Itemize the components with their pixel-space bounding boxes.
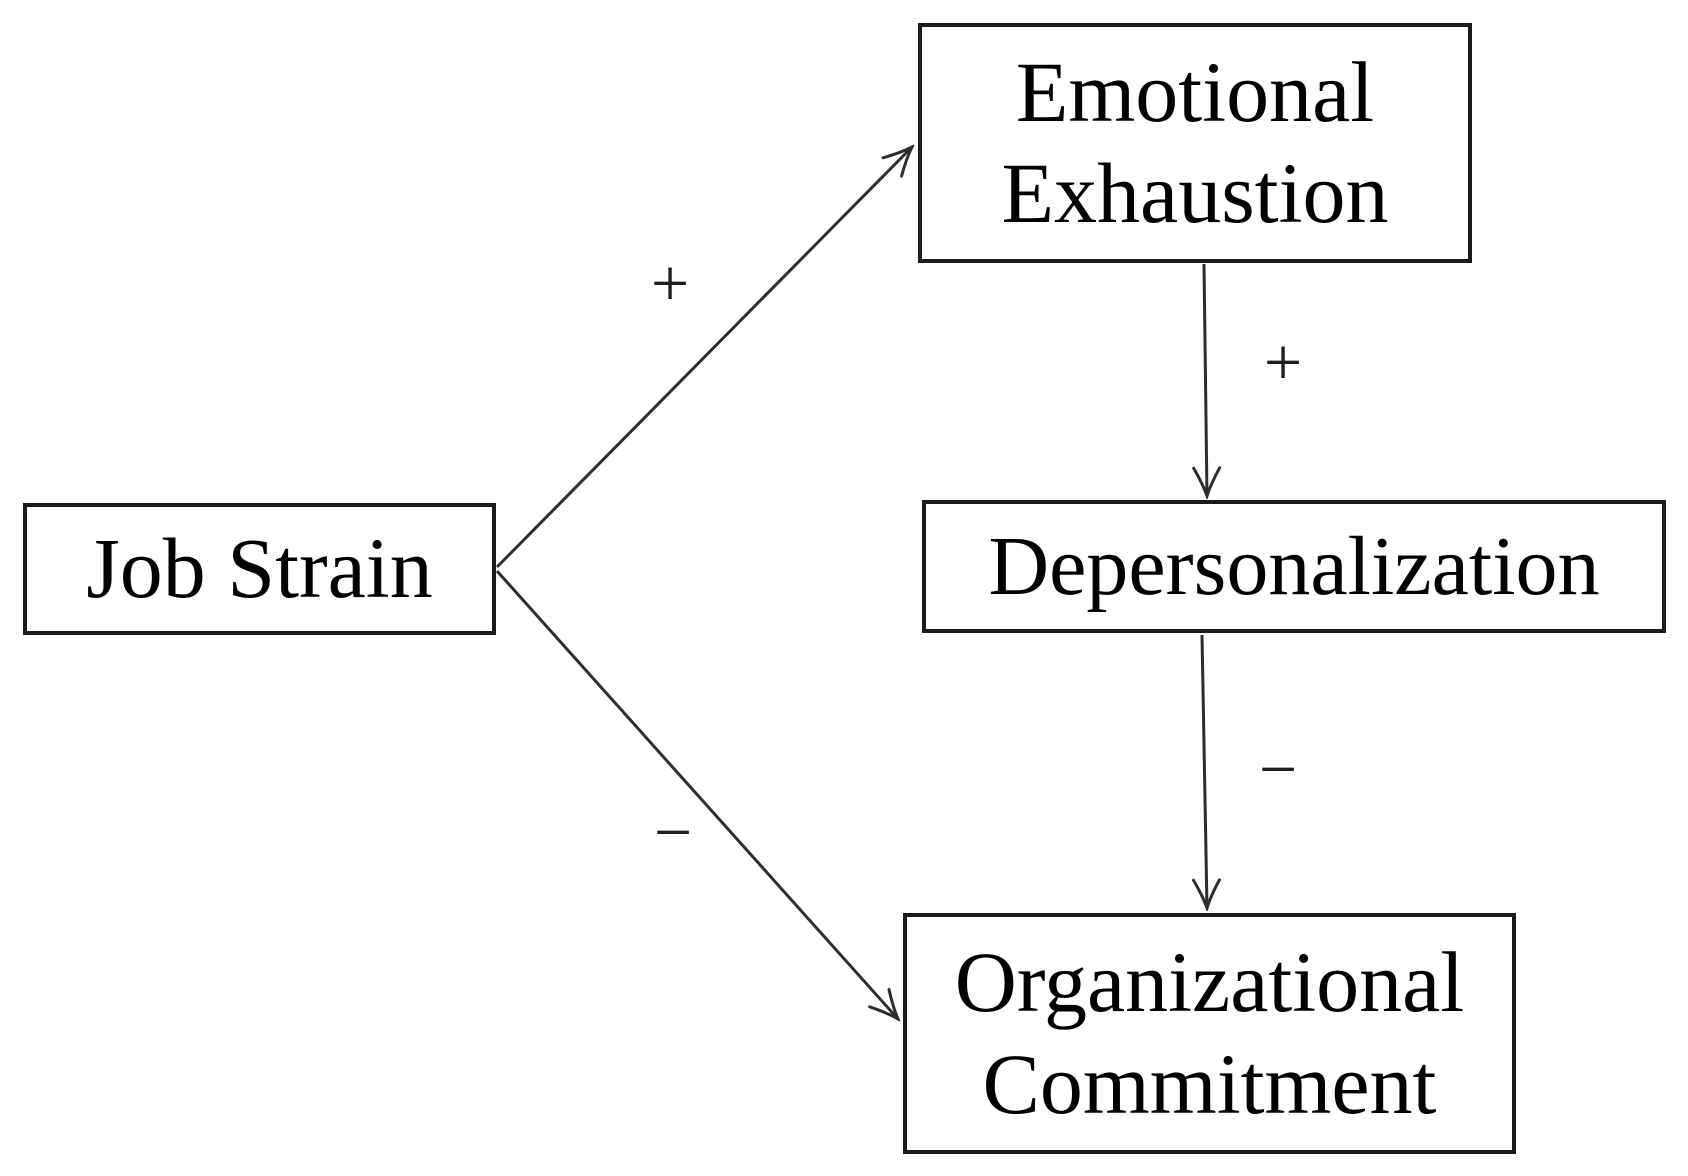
node-job-strain: Job Strain (23, 503, 496, 635)
node-emotional-exhaustion: Emotional Exhaustion (918, 23, 1472, 263)
edge-sign-depersonalization-to-organizational-commitment: − (1258, 731, 1298, 807)
edge-sign-job-strain-to-organizational-commitment: − (653, 794, 693, 870)
edge-line-job-strain-to-emotional-exhaustion (495, 147, 912, 569)
node-depersonalization: Depersonalization (922, 500, 1666, 633)
node-job-strain-label: Job Strain (86, 520, 433, 617)
node-depersonalization-label: Depersonalization (988, 519, 1600, 613)
node-organizational-commitment-label: Organizational Commitment (954, 934, 1465, 1132)
edge-sign-emotional-exhaustion-to-depersonalization: + (1263, 324, 1303, 400)
node-emotional-exhaustion-label: Emotional Exhaustion (1001, 43, 1389, 241)
edge-line-emotional-exhaustion-to-depersonalization (1204, 263, 1207, 496)
edge-line-depersonalization-to-organizational-commitment (1202, 634, 1207, 908)
node-organizational-commitment: Organizational Commitment (903, 913, 1516, 1154)
edge-line-job-strain-to-organizational-commitment (495, 569, 898, 1019)
edge-sign-job-strain-to-emotional-exhaustion: + (650, 245, 690, 321)
